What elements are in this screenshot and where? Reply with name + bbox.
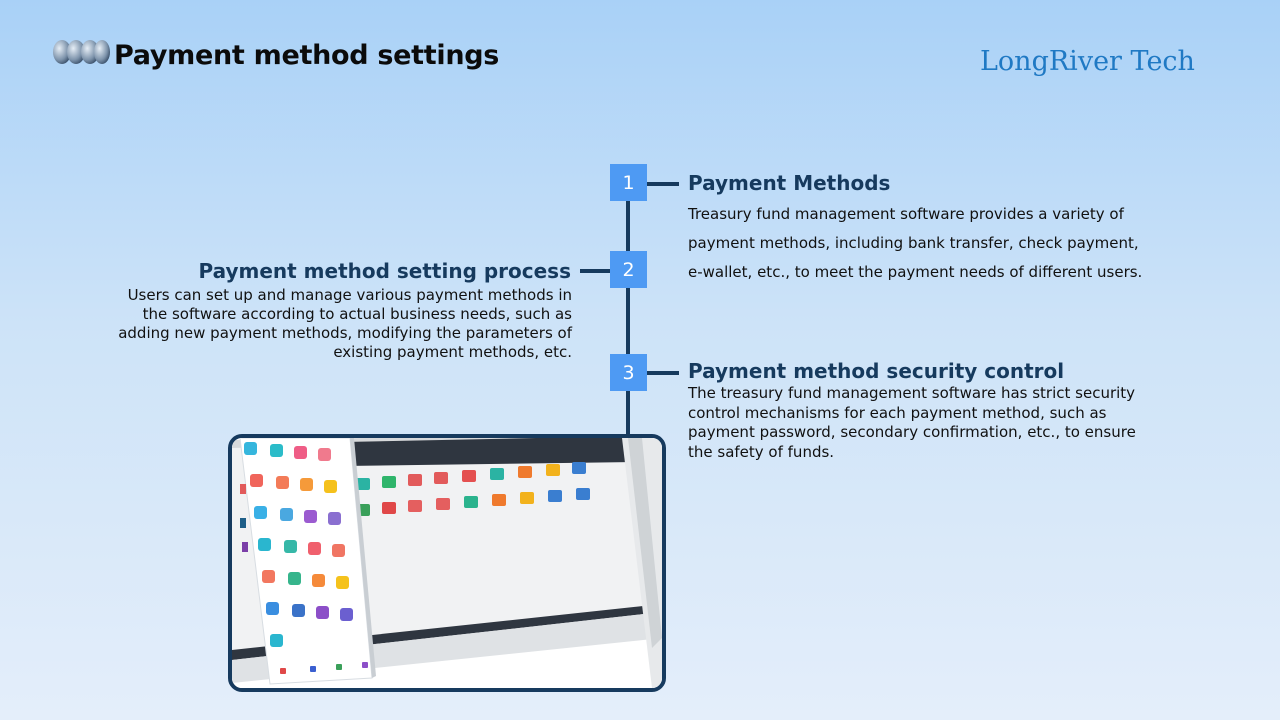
section-body-setting-process: Users can set up and manage various paym… <box>118 286 572 361</box>
timeline-connector-2 <box>580 269 610 273</box>
section-title-setting-process: Payment method setting process <box>198 259 571 283</box>
section-title-payment-methods: Payment Methods <box>688 171 891 195</box>
brand-logo-text: LongRiver Tech <box>980 46 1195 77</box>
section-body-payment-methods: Treasury fund management software provid… <box>688 205 1143 281</box>
timeline-connector-3 <box>647 371 679 375</box>
timeline-connector-1 <box>647 182 679 186</box>
page-title: Payment method settings <box>114 40 500 71</box>
section-body-security-control: The treasury fund management software ha… <box>688 384 1136 461</box>
header-decoration-icon <box>53 40 110 64</box>
step-number-3: 3 <box>610 354 647 391</box>
software-screenshot <box>228 434 666 692</box>
timeline-line <box>626 183 630 438</box>
software-screenshot-illustration <box>232 438 662 688</box>
step-number-1: 1 <box>610 164 647 201</box>
step-number-2: 2 <box>610 251 647 288</box>
section-title-security-control: Payment method security control <box>688 359 1065 383</box>
